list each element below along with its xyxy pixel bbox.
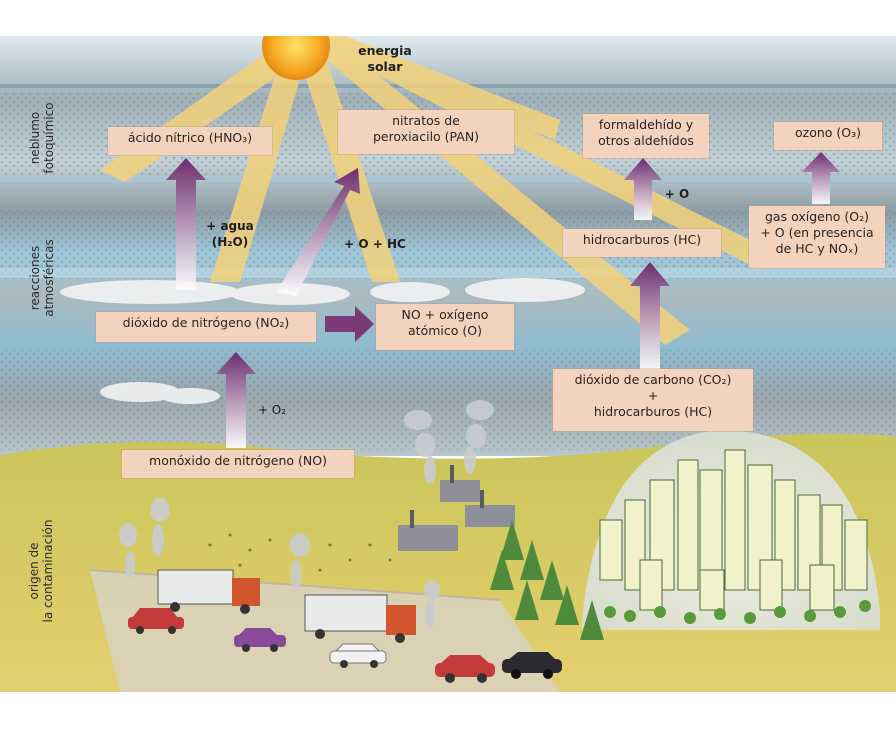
city-buildings: [599, 449, 868, 611]
arrow-co2-to-hc: [630, 262, 670, 370]
car-red-1: [128, 608, 184, 634]
car-red-2: [435, 655, 495, 683]
arrow-hc-to-formaldehido: [624, 158, 662, 220]
box-dioxido-nitrogeno: dióxido de nitrógeno (NO₂): [96, 312, 316, 342]
car-black: [502, 652, 562, 679]
factories: [398, 465, 515, 551]
forest-trees: [490, 520, 604, 640]
truck-1: [157, 569, 260, 614]
label-mas-agua: + agua (H₂O): [206, 219, 254, 249]
arrow-gas-oxigeno-to-ozono: [802, 152, 840, 204]
truck-2: [304, 594, 416, 643]
car-purple: [234, 628, 286, 652]
arrow-monoxido-to-no2: [216, 352, 256, 448]
arrow-no2-to-no: [325, 306, 374, 342]
clouds: [60, 278, 585, 404]
box-dioxido-carbono: dióxido de carbono (CO₂)+hidrocarburos (…: [553, 369, 753, 431]
smoke-plumes: [119, 400, 494, 629]
arrow-to-acido-nitrico: [166, 158, 206, 290]
emission-particles: [208, 533, 392, 572]
label-mas-o-hc: + O + HC: [344, 237, 406, 251]
box-hidrocarburos: hidrocarburos (HC): [563, 229, 721, 257]
reaction-arrows: [166, 152, 840, 448]
label-mas-o2: + O₂: [257, 403, 287, 417]
car-white: [329, 643, 387, 668]
arrow-to-nitratos: [276, 168, 360, 296]
energia-solar-label: energia solar: [358, 43, 412, 74]
label-mas-o-formaldehido: + O: [664, 187, 690, 201]
box-monoxido-nitrogeno: monóxido de nitrógeno (NO): [122, 450, 354, 478]
box-acido-nitrico: ácido nítrico (HNO₃): [108, 127, 272, 155]
city-trees: [604, 600, 871, 624]
box-ozono: ozono (O₃): [774, 122, 882, 150]
